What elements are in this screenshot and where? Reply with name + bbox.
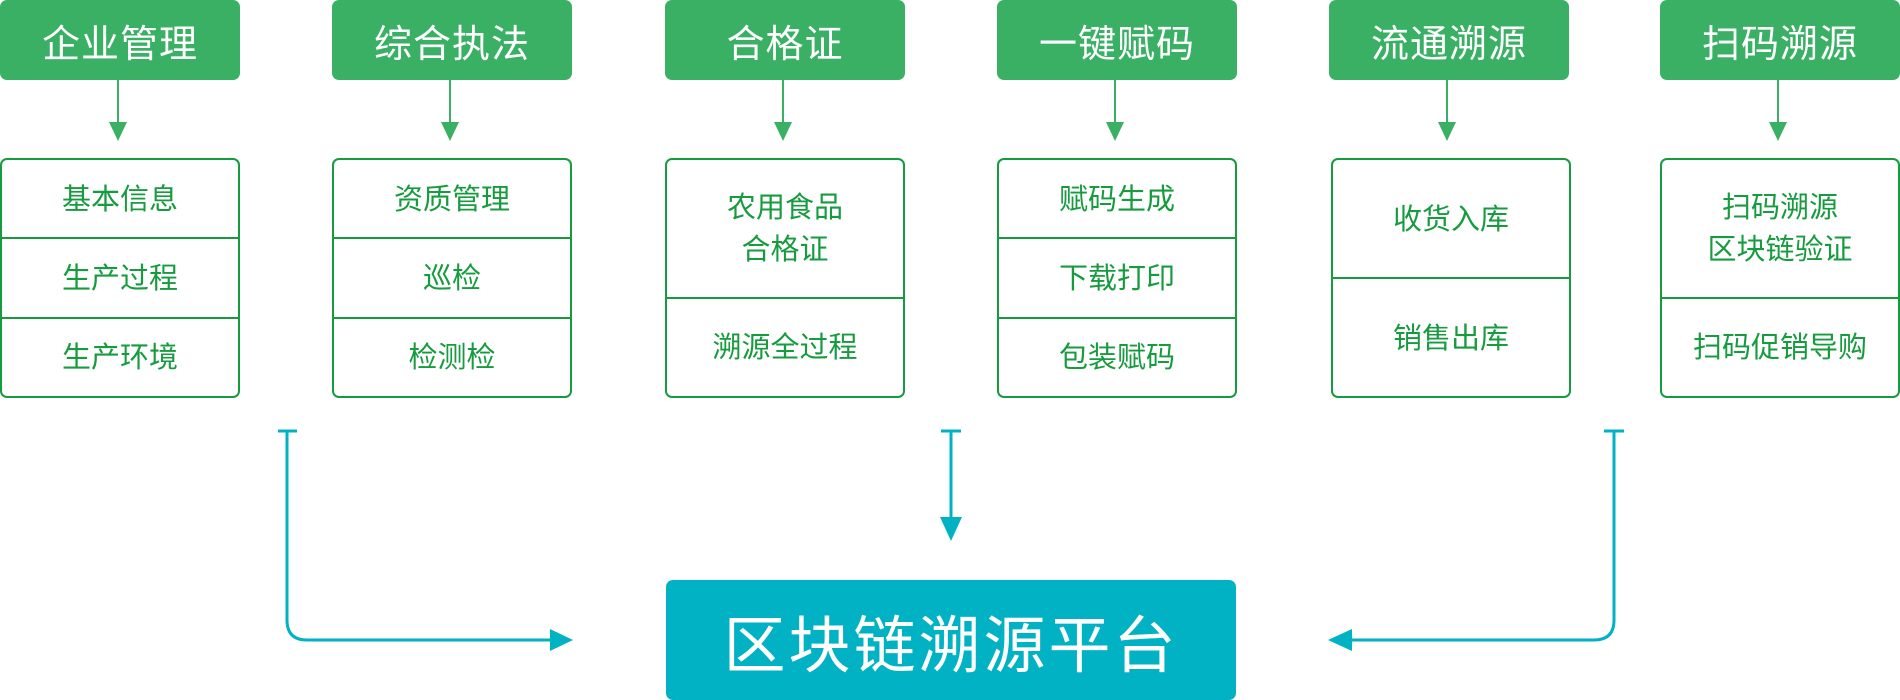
module-item[interactable]: 巡检 [334,237,570,316]
arrow-head-icon [774,122,792,141]
module-items: 资质管理 巡检 检测检 [332,158,572,398]
left-arrow-head-icon [550,629,573,651]
module-items: 收货入库 销售出库 [1331,158,1571,398]
module-header[interactable]: 一键赋码 [997,0,1237,80]
module-items: 农用食品 合格证 溯源全过程 [665,158,905,398]
right-arrow-head-icon [1328,629,1352,651]
module-header[interactable]: 合格证 [665,0,905,80]
module-item[interactable]: 赋码生成 [1058,181,1175,216]
arrow-down-icon [117,80,119,125]
left-connector-arrow-icon [278,429,555,642]
module-item[interactable]: 生产过程 [2,237,238,316]
arrow-down-icon [1114,80,1116,125]
blockchain-platform[interactable]: 区块链溯源平台 [666,580,1236,700]
module-item[interactable]: 溯源全过程 [667,296,903,397]
arrow-head-icon [441,122,459,141]
arrow-down-icon [449,80,451,125]
module-item[interactable]: 销售出库 [1333,277,1569,396]
arrow-head-icon [1769,122,1787,141]
arrow-head-icon [109,122,127,141]
arrow-head-icon [1438,122,1456,141]
module-item[interactable]: 扫码促销导购 [1662,296,1898,397]
module-items: 基本信息 生产过程 生产环境 [0,158,240,398]
module-item[interactable]: 农用食品 合格证 [726,190,843,267]
center-connector-arrow-icon [941,429,961,520]
module-item[interactable]: 收货入库 [1392,201,1509,236]
module-header[interactable]: 扫码溯源 [1660,0,1900,80]
right-connector-arrow-icon [1348,429,1624,642]
module-item[interactable]: 生产环境 [2,316,238,396]
module-items: 赋码生成 下载打印 包装赋码 [997,158,1237,398]
module-header[interactable]: 流通溯源 [1329,0,1569,80]
module-item[interactable]: 检测检 [334,316,570,396]
module-item[interactable]: 资质管理 [393,181,510,216]
arrow-down-icon [1777,80,1779,125]
module-item[interactable]: 下载打印 [999,237,1235,316]
arrow-down-icon [1446,80,1448,125]
arrow-down-icon [782,80,784,125]
center-arrow-head-icon [940,517,962,541]
module-header[interactable]: 综合执法 [332,0,572,80]
arrow-head-icon [1106,122,1124,141]
module-item[interactable]: 扫码溯源 区块链验证 [1707,190,1853,267]
module-item[interactable]: 包装赋码 [999,316,1235,396]
module-item[interactable]: 基本信息 [61,181,178,216]
module-items: 扫码溯源 区块链验证 扫码促销导购 [1660,158,1900,398]
module-header[interactable]: 企业管理 [0,0,240,80]
